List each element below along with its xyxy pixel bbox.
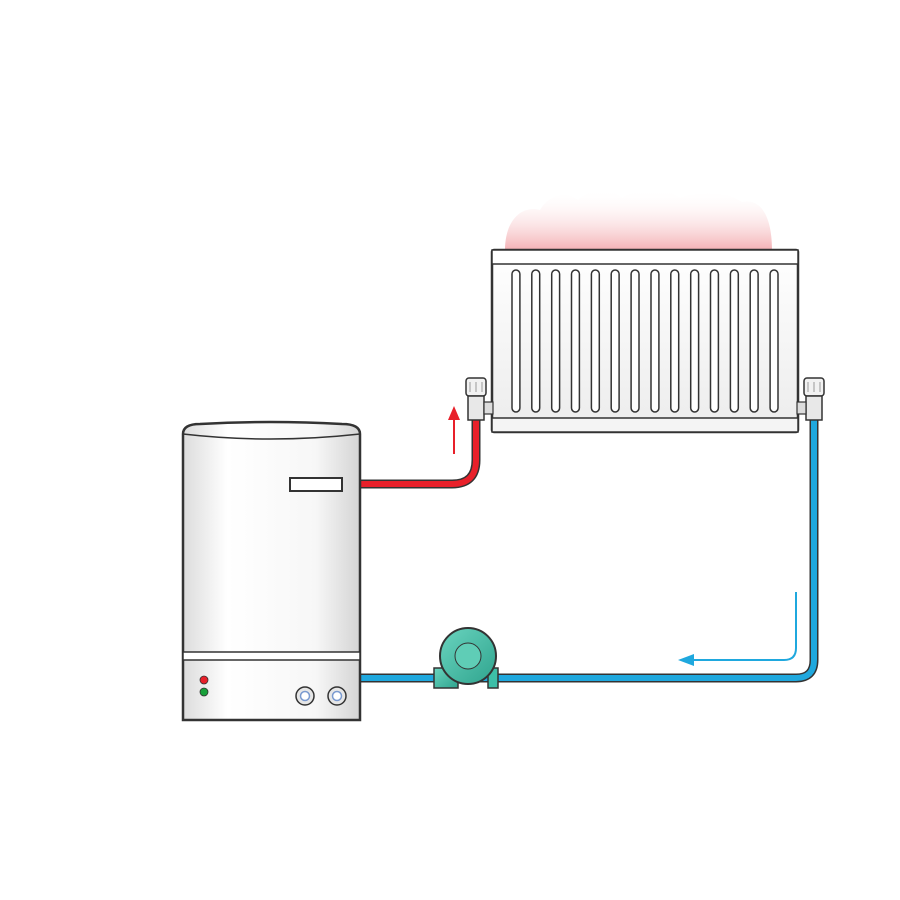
cold-return-pipe: [360, 420, 819, 683]
radiator-fin: [550, 269, 561, 413]
radiator-fin: [570, 269, 581, 413]
radiator-valve-right: [796, 377, 825, 421]
radiator-fin: [729, 269, 740, 413]
radiator-fin: [689, 269, 700, 413]
boiler: [181, 420, 362, 722]
indicator-light-green: [199, 687, 209, 697]
radiator-fins: [511, 269, 779, 413]
radiator-fin: [650, 269, 660, 413]
heat-glow: [505, 189, 772, 250]
indicator-light-red: [199, 675, 209, 685]
radiator-fin: [511, 269, 521, 413]
hot-supply-pipe: [360, 420, 481, 489]
radiator-fin: [709, 269, 720, 413]
radiator: [490, 248, 800, 434]
radiator-fin: [610, 269, 620, 413]
radiator-fin: [749, 269, 759, 413]
radiator-fin: [590, 269, 601, 413]
radiator-fin: [531, 269, 541, 413]
boiler-knob-right: [327, 686, 347, 706]
radiator-fin: [670, 269, 680, 413]
radiator-fin: [769, 269, 779, 413]
hot-flow-arrow: [448, 406, 460, 454]
radiator-valve-left: [465, 377, 494, 421]
radiator-fin: [630, 269, 640, 413]
circulation-pump: [433, 627, 499, 689]
boiler-knob-left: [295, 686, 315, 706]
cold-flow-arrow: [678, 592, 797, 666]
